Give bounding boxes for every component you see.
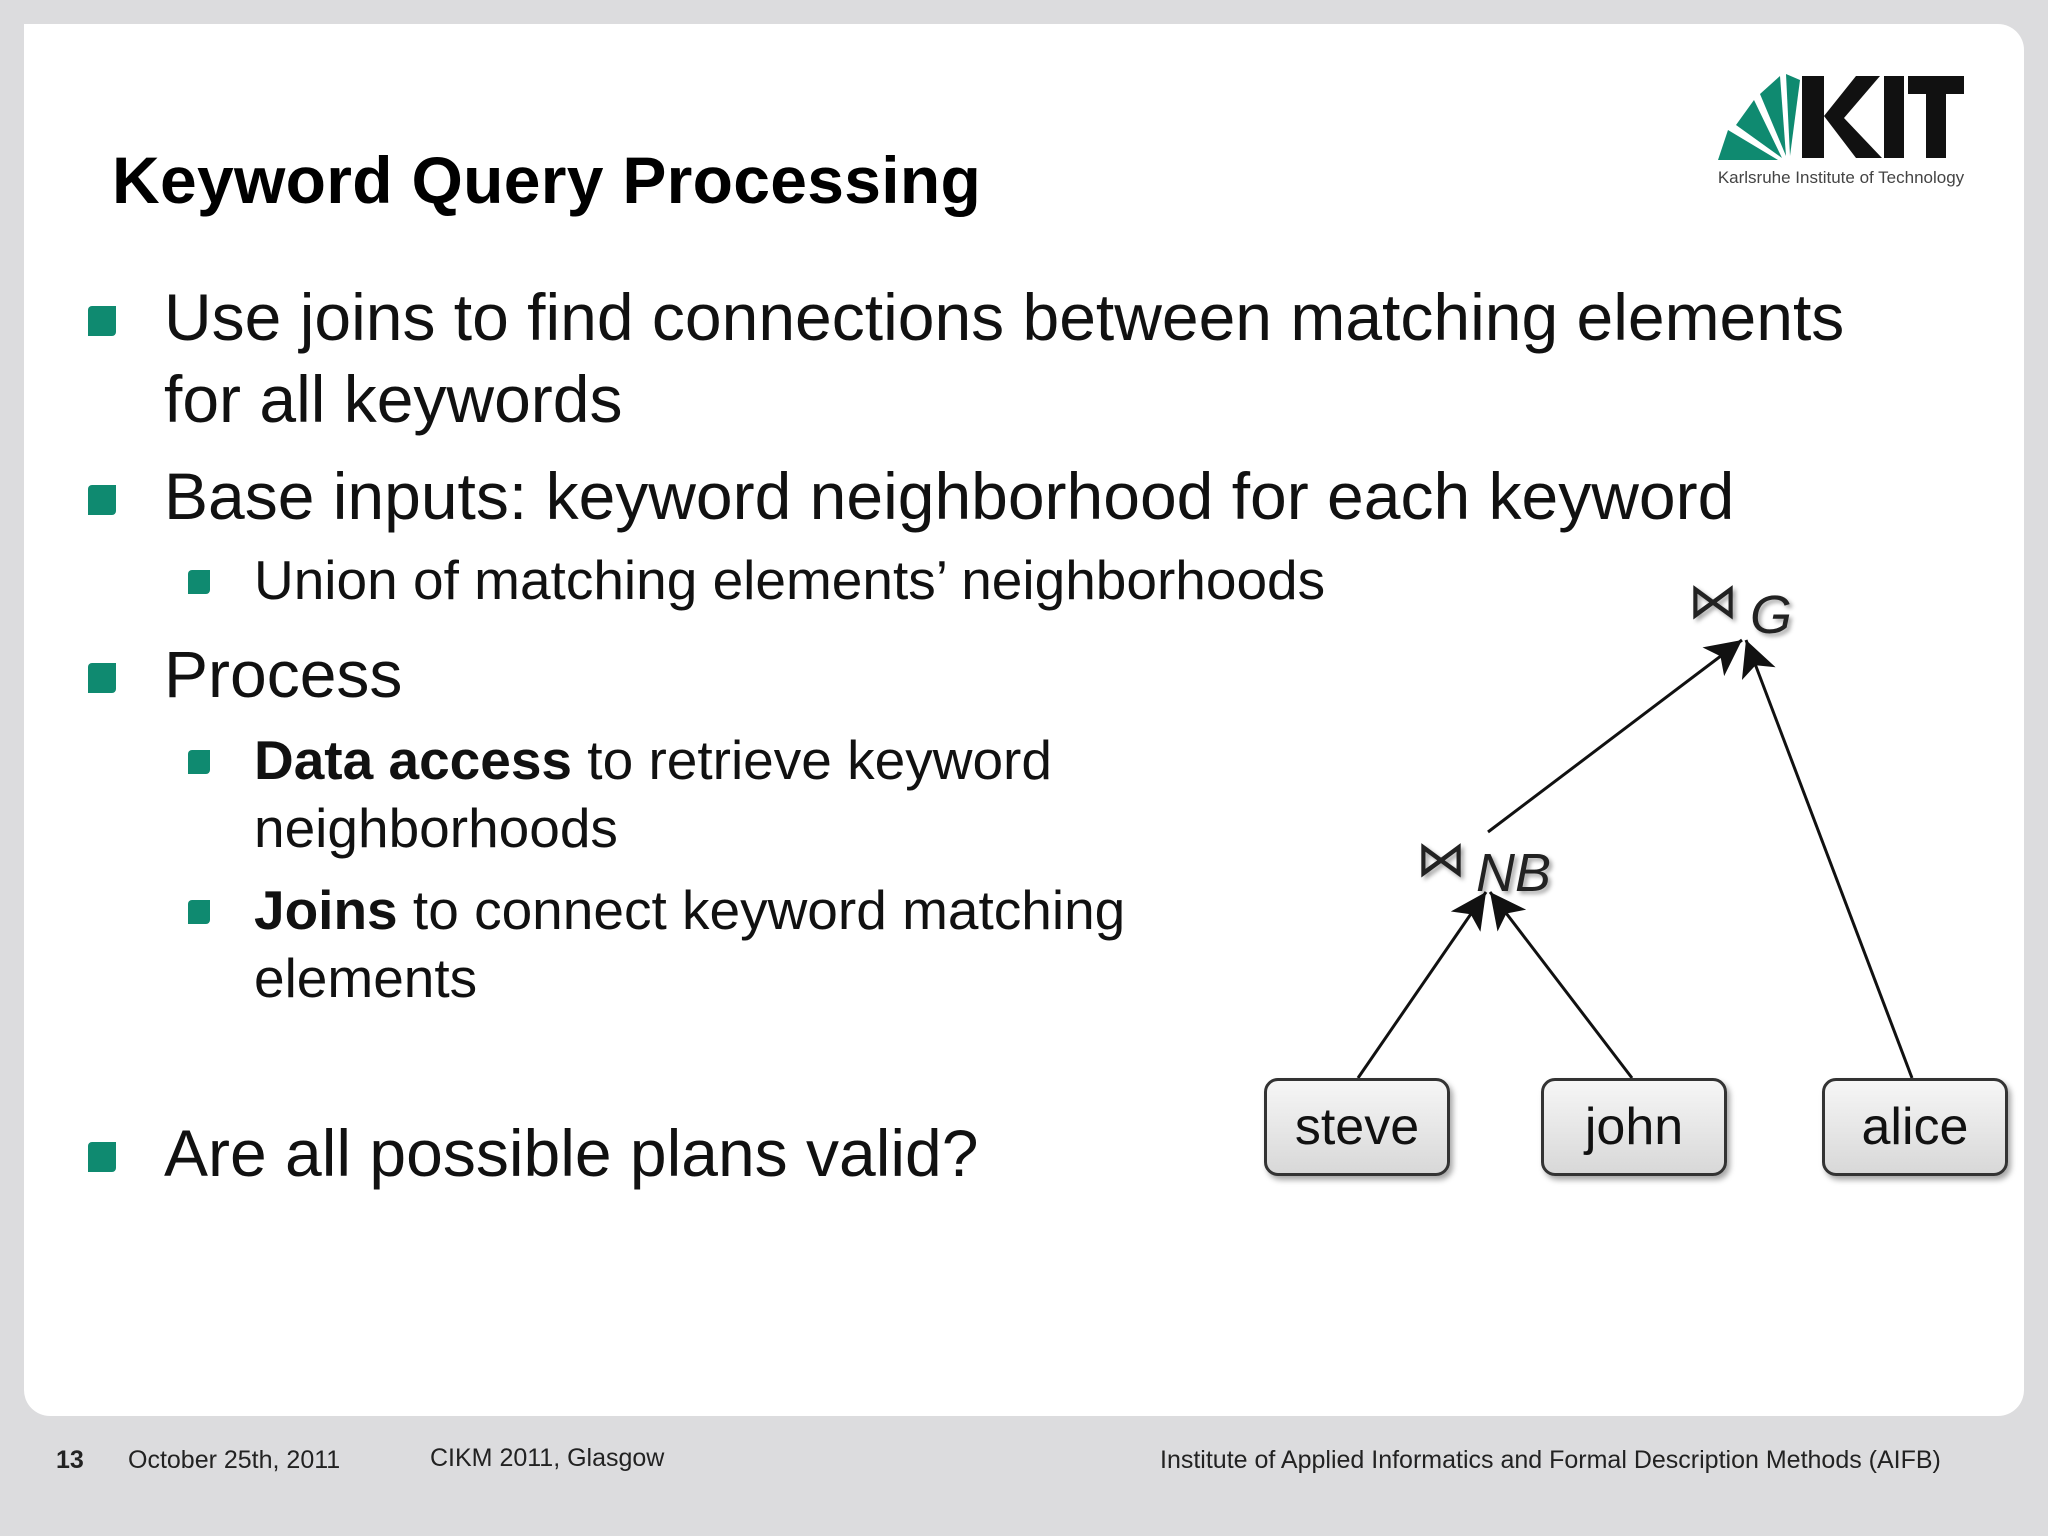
edge-alice-g [1741,639,1914,1079]
sub-bullet-bold: Joins [254,879,398,941]
bullet-text: Base inputs: keyword neighborhood for ea… [164,459,1735,533]
footer-date: October 25th, 2011 [128,1446,341,1474]
bullet-marker [88,306,116,336]
bullet-process: Process [88,633,403,715]
sub-bullet-text: Union of matching elements’ neighborhood… [254,549,1326,611]
sub-bullet-data-access: Data access to retrieve keyword neighbor… [188,726,1052,862]
slide: Keyword Query Processing [24,24,2024,1416]
leaf-node-john: john [1541,1078,1727,1176]
bullet-marker [88,663,116,693]
bullet-text: Process [164,637,403,711]
sub-bullet-union: Union of matching elements’ neighborhood… [188,546,1326,614]
bullet-text-continued: for all keywords [164,362,623,436]
join-label-nb: NB [1476,843,1552,903]
kit-logo [1716,70,1966,200]
footer-institute: Institute of Applied Informatics and For… [1160,1446,1941,1474]
join-operator-icon: ⋈ [1416,831,1466,887]
sub-bullet-text: to retrieve keyword [572,729,1052,791]
sub-bullet-joins: Joins to connect keyword matching elemen… [188,876,1126,1012]
kit-logo-subtitle: Karlsruhe Institute of Technology [1717,168,1965,187]
sub-bullet-marker [188,570,210,594]
edge-nb-g [1487,638,1743,834]
bullet-text: Are all possible plans valid? [164,1116,979,1190]
page-number: 13 [56,1446,84,1474]
bullet-marker [88,1142,116,1172]
sub-bullet-bold: Data access [254,729,573,791]
join-operator-icon: ⋈ [1688,573,1738,629]
bullet-question: Are all possible plans valid? [88,1112,979,1194]
footer-event: CIKM 2011, Glasgow [430,1444,665,1472]
edge-steve-nb [1356,891,1488,1079]
sub-bullet-text-continued: neighborhoods [254,797,618,859]
bullet-joins: Use joins to find connections between ma… [88,276,1845,440]
bullet-base-inputs: Base inputs: keyword neighborhood for ea… [88,455,1735,537]
sub-bullet-marker [188,750,210,774]
sub-bullet-text: to connect keyword matching [397,879,1126,941]
edge-john-nb [1488,891,1634,1079]
bullet-marker [88,485,116,515]
slide-title: Keyword Query Processing [112,143,982,217]
sub-bullet-text-continued: elements [254,947,478,1009]
sub-bullet-marker [188,900,210,924]
bullet-text: Use joins to find connections between ma… [164,280,1845,354]
join-label-g: G [1750,585,1793,645]
leaf-node-steve: steve [1264,1078,1450,1176]
leaf-node-alice: alice [1822,1078,2008,1176]
